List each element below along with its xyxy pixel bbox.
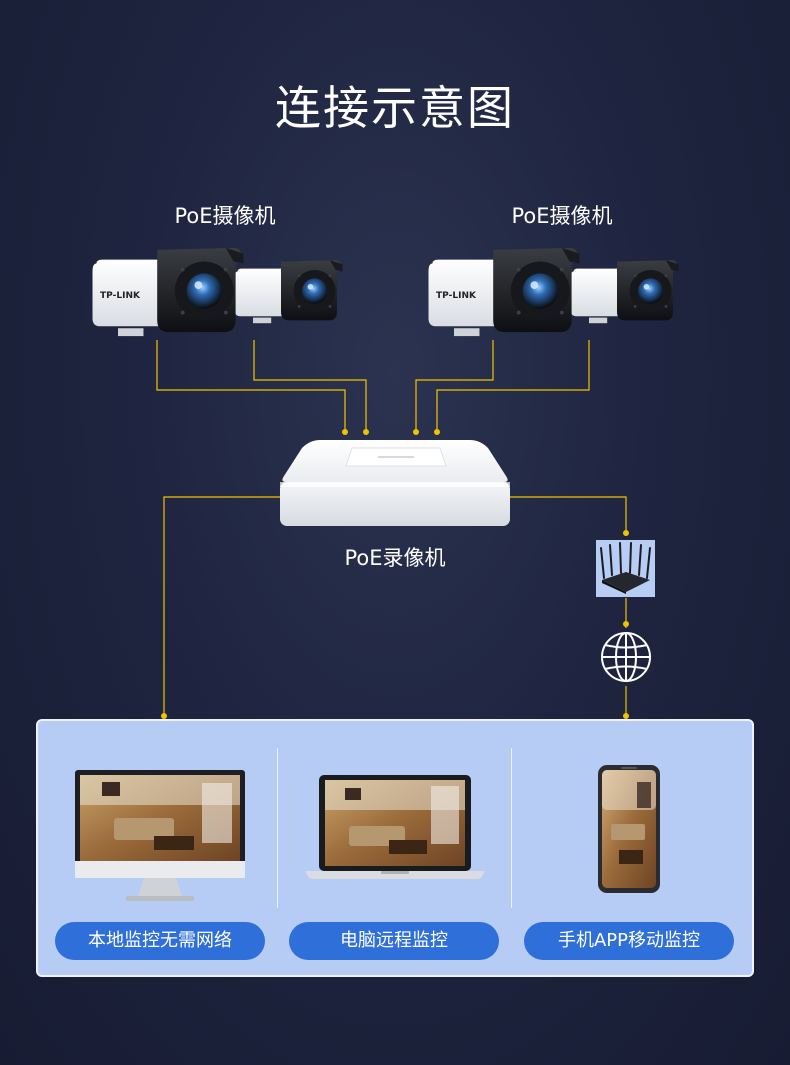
recorder-label: PoE录像机 [344,546,446,570]
camera-right-front: TP-LINK [428,247,580,337]
camera-right-rear [570,260,679,324]
page-title: 连接示意图 [275,81,515,135]
camera-brand-text: TP-LINK [100,291,141,301]
router-icon [596,540,655,597]
camera-brand-text: TP-LINK [436,291,477,301]
panel-divider [511,748,512,908]
monitor-icon [75,770,245,901]
nvr-recorder [280,440,510,526]
camera-group-left-label: PoE摄像机 [174,204,276,228]
wire-joints [161,429,629,719]
camera-left-front: TP-LINK [92,247,244,337]
phone-icon [598,765,660,893]
camera-left-rear [234,260,343,324]
laptop-icon [305,775,485,879]
panel-divider [277,748,278,908]
pc-remote-monitoring-badge: 电脑远程监控 [289,922,499,960]
internet-globe-icon [601,632,651,682]
wires [156,340,627,716]
camera-group-right-label: PoE摄像机 [511,204,613,228]
local-monitoring-badge: 本地监控无需网络 [55,922,265,960]
mobile-app-monitoring-badge: 手机APP移动监控 [524,922,734,960]
